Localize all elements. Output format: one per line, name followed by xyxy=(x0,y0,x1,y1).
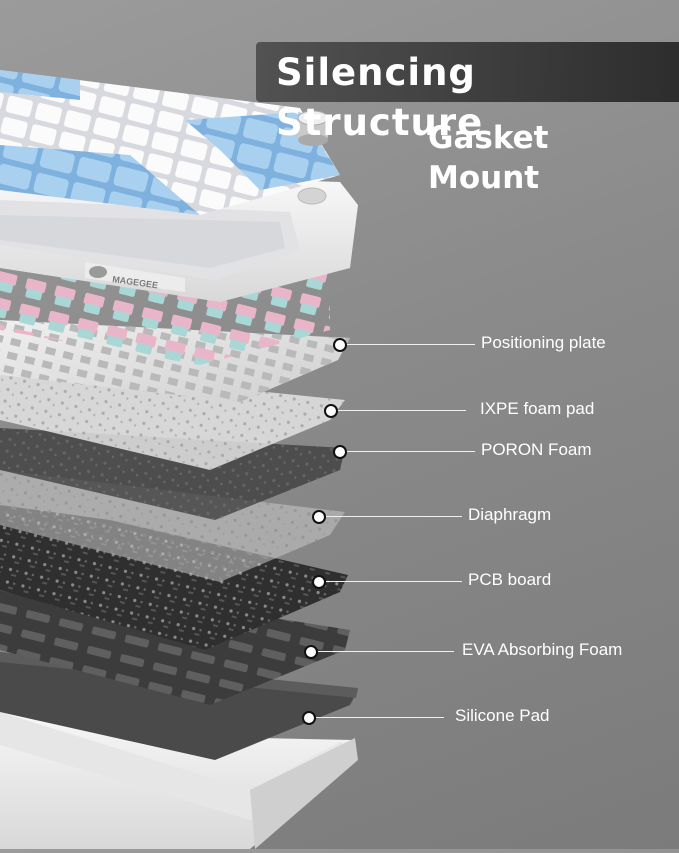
callout-line xyxy=(347,451,475,452)
diaphragm-layer xyxy=(0,470,345,582)
callout-dot-icon xyxy=(304,645,318,659)
callout-label: Positioning plate xyxy=(481,333,606,352)
callout-label: PCB board xyxy=(468,570,552,589)
page-subtitle: Gasket Mount xyxy=(428,120,549,196)
callout-line xyxy=(326,516,462,517)
callout-label: EVA Absorbing Foam xyxy=(462,640,623,659)
callout-line xyxy=(347,344,475,345)
callout-dot-icon xyxy=(333,445,347,459)
keycaps-layer xyxy=(0,70,340,215)
callout-dot-icon xyxy=(333,338,347,352)
callout-dot-icon xyxy=(312,575,326,589)
callout-label: IXPE foam pad xyxy=(480,399,595,418)
callout-label: Diaphragm xyxy=(468,505,552,524)
callout-dot-icon xyxy=(324,404,338,418)
bottom-case xyxy=(0,700,358,849)
callout-line xyxy=(338,410,466,411)
top-case: MAGEGEE xyxy=(0,170,358,302)
callout-label: PORON Foam xyxy=(481,440,592,459)
callout-line xyxy=(318,651,454,652)
page-title: Silencing Structure xyxy=(276,51,484,144)
callout-label: Silicone Pad xyxy=(455,706,550,725)
volume-knob xyxy=(297,110,329,146)
callout-line xyxy=(316,717,444,718)
title-banner xyxy=(256,42,679,102)
callout-line xyxy=(326,581,462,582)
callout-dot-icon xyxy=(302,711,316,725)
callout-dot-icon xyxy=(312,510,326,524)
poron-foam-layer xyxy=(0,428,345,520)
